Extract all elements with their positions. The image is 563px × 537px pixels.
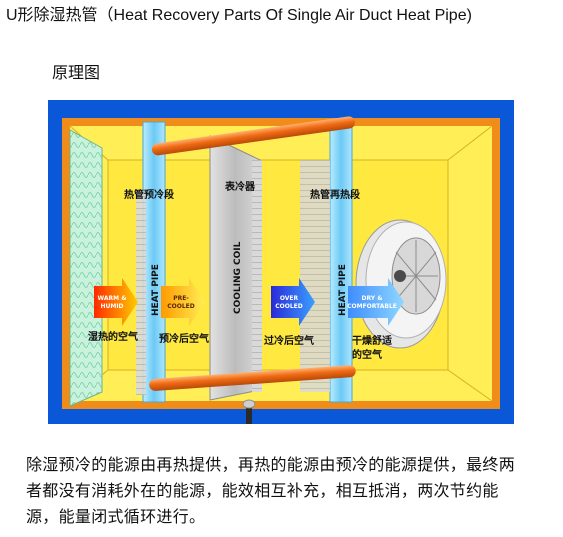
arrow-pre-cooled [161, 278, 205, 326]
arrow-label-dry-2: COMFORTABLE [347, 303, 397, 310]
dry-air-label-1: 干燥舒适 [352, 334, 392, 347]
heat-pipe-left [142, 121, 166, 403]
heat-pipe-bottom [149, 365, 356, 391]
heat-pipe-diagram: WARM & HUMID PRE- COOLED OVER COOLED DRY… [48, 100, 514, 424]
arrow-label-pre-2: COOLED [167, 303, 195, 310]
arrow-label-dry-1: DRY & [362, 295, 383, 302]
cooling-coil-label: COOLING COIL [233, 241, 243, 314]
arrow-label-warm-1: WARM & [98, 295, 127, 302]
diagram-subtitle: 原理图 [52, 63, 101, 82]
reheat-section-label: 热管再热段 [310, 188, 360, 201]
page-title: U形除湿热管（Heat Recovery Parts Of Single Air… [6, 7, 472, 24]
humid-air-label: 湿热的空气 [88, 330, 138, 343]
preheat-section-label: 热管预冷段 [124, 188, 174, 201]
arrow-warm-humid [94, 278, 138, 326]
precooled-air-label: 预冷后空气 [159, 332, 209, 345]
overcooled-air-label: 过冷后空气 [264, 334, 314, 347]
drain-pipe [246, 400, 252, 424]
arrow-label-pre-1: PRE- [173, 295, 189, 302]
heat-pipe-left-label: HEAT PIPE [151, 264, 161, 316]
heat-pipe-right [329, 121, 353, 403]
arrow-label-over-1: OVER [280, 295, 299, 302]
dry-air-label-2: 的空气 [352, 348, 382, 361]
arrow-dry-comfortable [348, 278, 404, 326]
inlet-filter [69, 129, 103, 407]
arrow-label-warm-2: HUMID [100, 303, 123, 310]
arrow-label-over-2: COOLED [275, 303, 303, 310]
description-text: 除湿预冷的能源由再热提供，再热的能源由预冷的能源提供，最终两者都没有消耗外在的能… [26, 455, 516, 526]
arrow-over-cooled [271, 278, 315, 326]
surface-cooler-label: 表冷器 [224, 180, 256, 193]
heat-pipe-top [151, 116, 356, 156]
heat-pipe-right-label: HEAT PIPE [338, 264, 348, 316]
